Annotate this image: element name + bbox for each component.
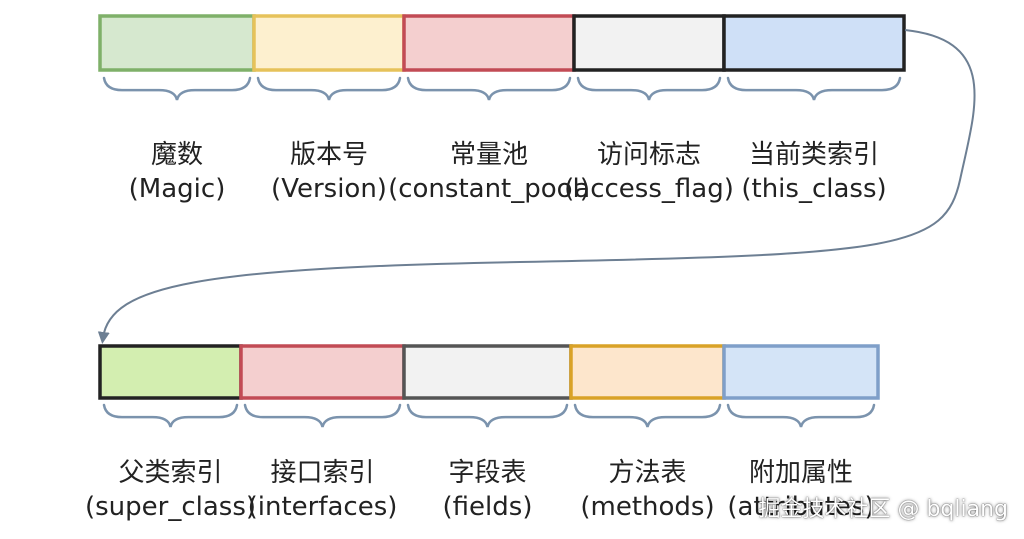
interfaces-label-zh: 接口索引: [270, 458, 375, 488]
access-flag-label: 访问标志 (access_flag): [564, 138, 734, 206]
constant-pool-label-zh: 常量池: [449, 140, 529, 170]
access-flag-label-zh: 访问标志: [596, 140, 701, 170]
this-class-brace: [726, 76, 902, 101]
this-class-label-en: (this_class): [741, 174, 887, 204]
flow-arrow: [97, 29, 976, 344]
version-label-zh: 版本号: [289, 140, 368, 170]
attributes-label: 附加属性 (attributes): [727, 456, 874, 524]
magic-label-en: (Magic): [128, 174, 226, 204]
attributes-segment: [722, 344, 880, 400]
access-flag-brace: [576, 76, 722, 101]
access-flag-segment: [572, 14, 726, 72]
this-class-label: 当前类索引 (this_class): [741, 138, 886, 206]
fields-label-en: (fields): [442, 492, 533, 522]
super-class-label: 父类索引 (super_class): [85, 456, 256, 524]
watermark: 掘金技术社区 @ bqliang: [758, 497, 1008, 522]
magic-label-zh: 魔数: [150, 140, 203, 170]
methods-label: 方法表 (methods): [580, 456, 714, 524]
super-class-segment: [98, 344, 243, 400]
constant-pool-label-en: (constant_pool): [388, 174, 590, 204]
magic-brace: [102, 76, 252, 101]
attributes-label-zh: 附加属性: [748, 458, 853, 488]
fields-label: 字段表 (fields): [443, 456, 533, 524]
access-flag-label-en: (access_flag): [564, 174, 734, 204]
magic-segment: [98, 14, 256, 72]
constant-pool-brace: [406, 76, 572, 101]
methods-brace: [573, 403, 722, 428]
version-segment: [252, 14, 406, 72]
attributes-brace: [726, 403, 876, 428]
this-class-segment: [722, 14, 906, 72]
super-class-label-en: (super_class): [84, 492, 257, 522]
fields-segment: [402, 344, 573, 400]
methods-segment: [569, 344, 726, 400]
constant-pool-label: 常量池 (constant_pool): [388, 138, 590, 206]
magic-label: 魔数 (Magic): [129, 138, 226, 206]
methods-label-en: (methods): [580, 492, 715, 522]
version-brace: [256, 76, 402, 101]
constant-pool-segment: [402, 14, 576, 72]
interfaces-brace: [243, 403, 402, 428]
fields-label-zh: 字段表: [448, 458, 527, 488]
interfaces-label: 接口索引 (interfaces): [248, 456, 398, 524]
methods-label-zh: 方法表: [608, 458, 687, 488]
this-class-label-zh: 当前类索引: [748, 140, 879, 170]
version-label: 版本号 (Version): [271, 138, 387, 206]
interfaces-label-en: (interfaces): [247, 492, 398, 522]
super-class-label-zh: 父类索引: [118, 458, 223, 488]
interfaces-segment: [239, 344, 406, 400]
super-class-brace: [102, 403, 239, 428]
attributes-label-en: (attributes): [727, 492, 875, 522]
version-label-en: (Version): [271, 174, 387, 204]
fields-brace: [406, 403, 569, 428]
